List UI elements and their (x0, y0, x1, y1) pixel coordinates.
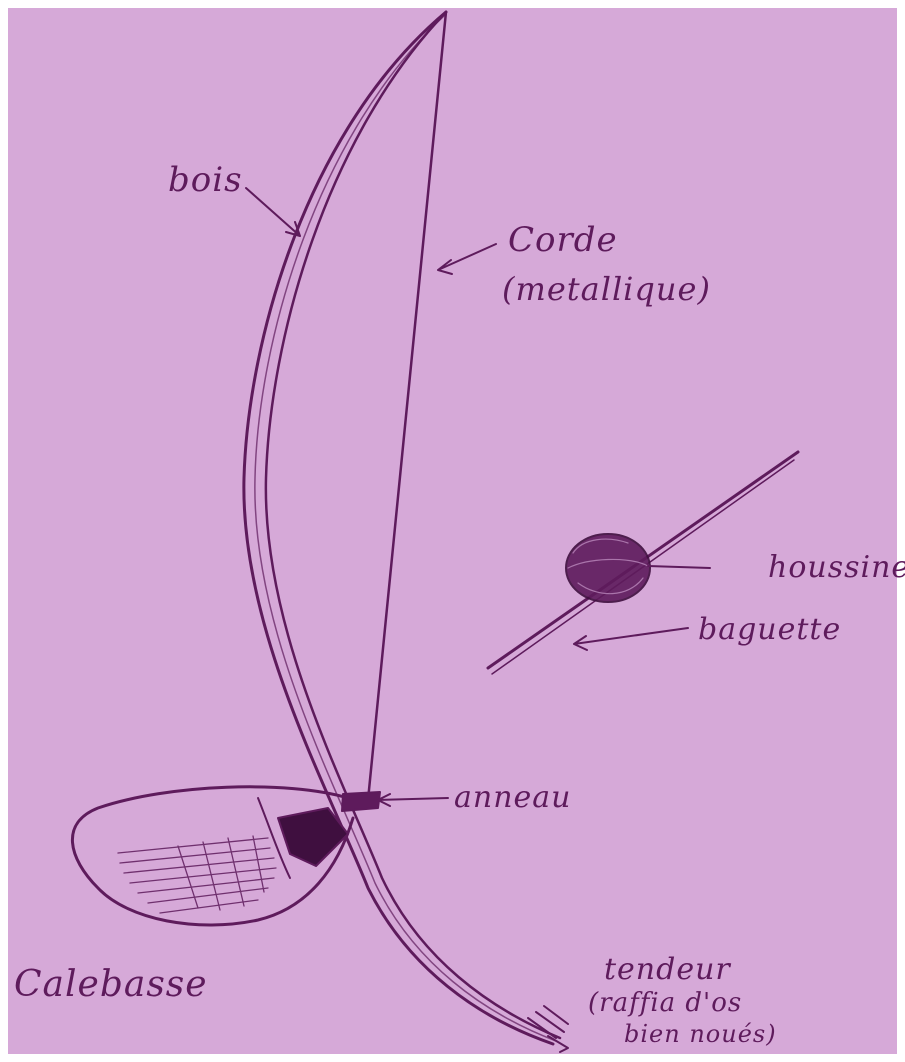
houssine-bundle (566, 534, 650, 602)
ring-knot (342, 792, 380, 811)
label-anneau: anneau (454, 780, 572, 815)
arrow-anneau (378, 794, 448, 806)
label-tendeur-line2: (raffia d'os (588, 988, 742, 1018)
label-houssine: houssine (768, 550, 905, 585)
tendeur-wrap (528, 1006, 568, 1038)
arrow-bois (246, 188, 300, 236)
calabash-hatching (118, 836, 276, 913)
label-tendeur-line1: tendeur (604, 952, 731, 987)
bow-stick-inner (266, 12, 560, 1038)
arrow-corde (438, 244, 496, 274)
label-calebasse: Calebasse (14, 964, 208, 1005)
bow-string (368, 12, 446, 800)
label-corde-line2: (metallique) (502, 270, 711, 308)
arrow-baguette (574, 628, 688, 650)
label-tendeur-line3: bien noués) (624, 1020, 777, 1048)
label-baguette: baguette (698, 612, 841, 647)
drawing-sheet: bois Corde (metallique) houssine baguett… (8, 8, 897, 1054)
bow-stick-middle (255, 16, 556, 1041)
bow-stick-outer (244, 12, 553, 1044)
label-corde-line1: Corde (508, 220, 618, 260)
label-bois: bois (168, 160, 243, 200)
houssine-tail (648, 566, 710, 568)
bow-instrument-sketch (8, 8, 897, 1054)
